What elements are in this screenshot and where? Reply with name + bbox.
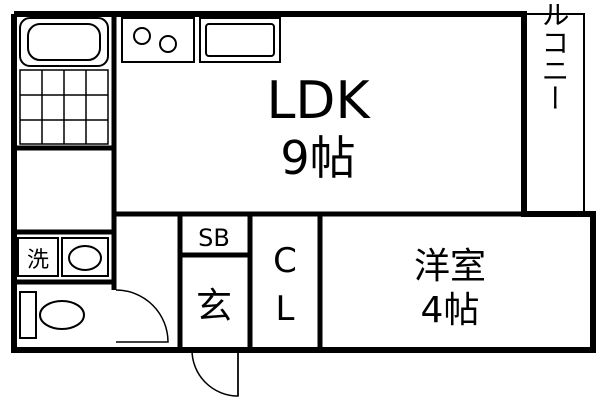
bath-floor-tiles <box>19 69 109 145</box>
balcony-outline <box>523 13 585 215</box>
interior-walls <box>14 14 524 350</box>
washer-box <box>17 237 59 277</box>
toilet-door-swing <box>115 289 169 343</box>
kitchen-stove-icon <box>121 17 195 63</box>
entrance-door-swing <box>191 349 239 397</box>
sb-label: SB <box>198 224 230 252</box>
washer-label: 洗 <box>27 248 49 273</box>
wash-basin-icon <box>61 237 109 277</box>
ldk-size: 9帖 <box>280 131 355 185</box>
closet-label-2: L <box>276 289 295 329</box>
western-size: 4帖 <box>421 290 480 331</box>
western-label: 洋室 <box>414 246 486 287</box>
entrance-label: 玄 <box>196 286 232 327</box>
bathtub-icon <box>19 17 109 67</box>
balcony-label: バルコニー <box>538 0 571 112</box>
closet-label-1: C <box>273 241 297 281</box>
ldk-label: LDK <box>266 71 371 131</box>
toilet-icon <box>19 291 85 339</box>
kitchen-sink-icon <box>199 17 281 63</box>
